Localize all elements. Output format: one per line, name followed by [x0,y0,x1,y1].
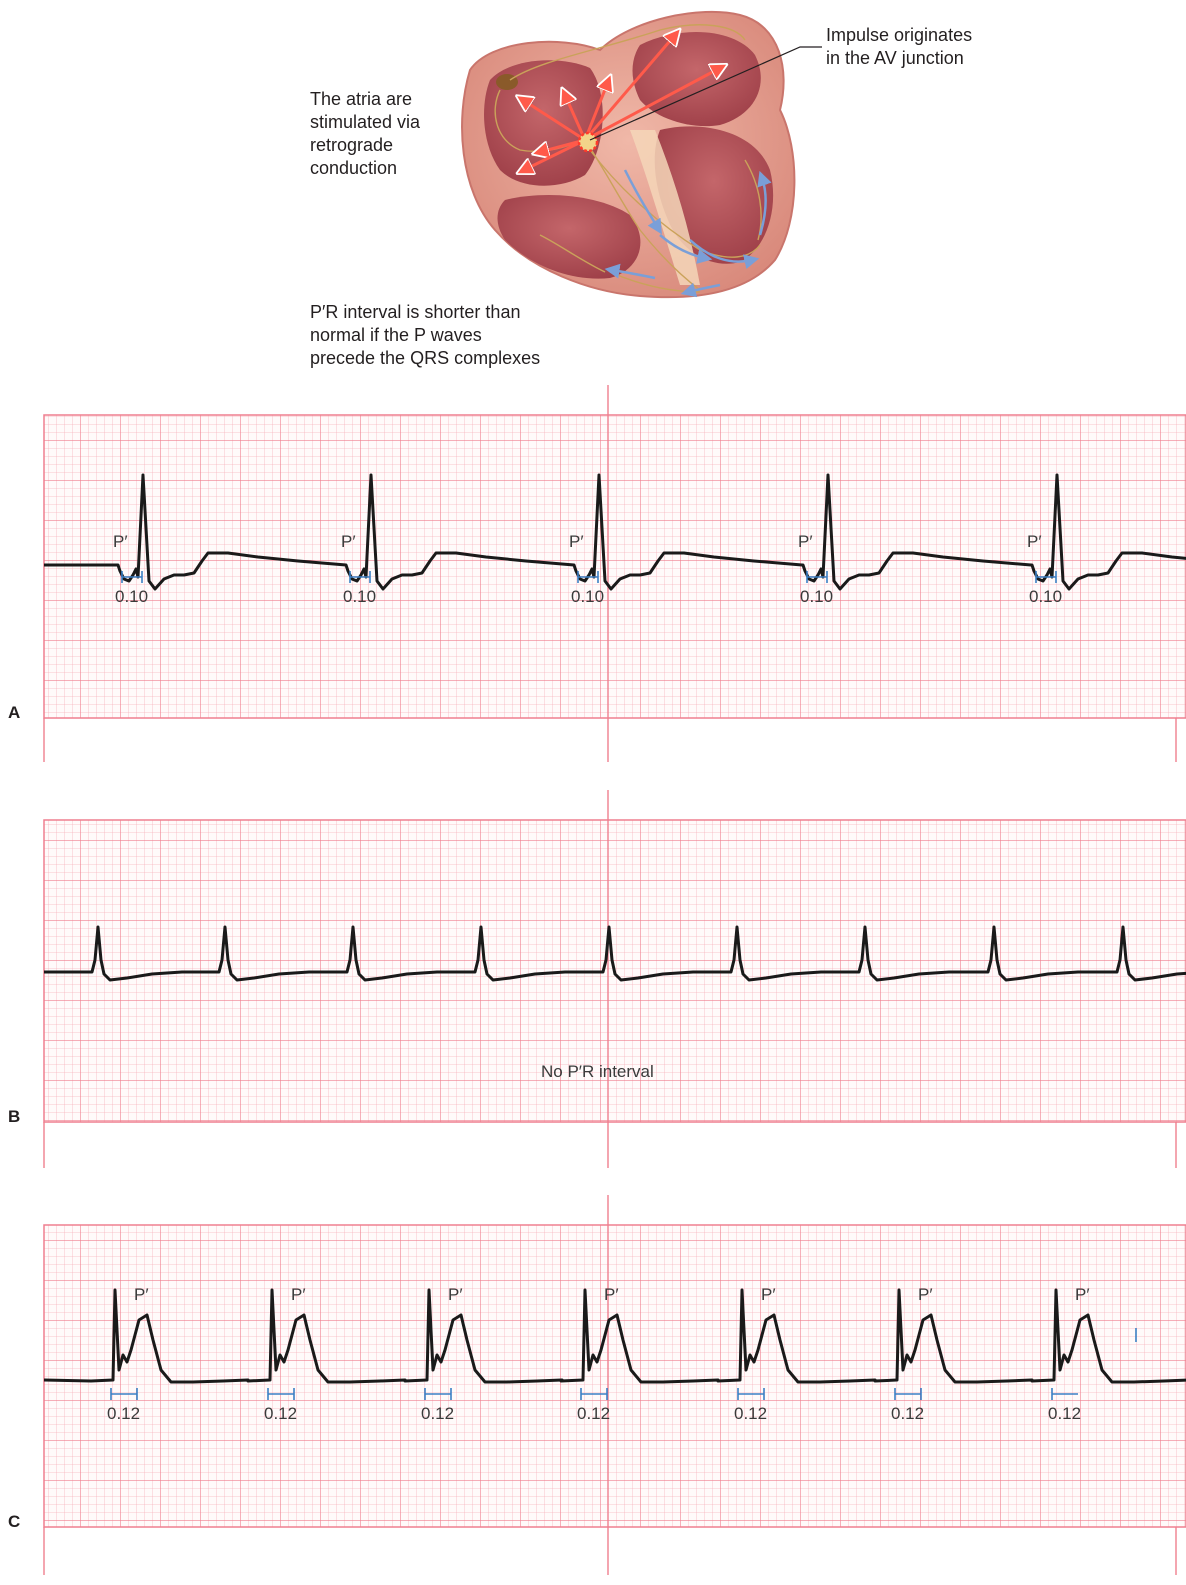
interval-value: 0.12 [734,1404,767,1423]
strip-label: B [8,1107,20,1126]
p-prime-label: P′ [604,1285,619,1304]
p-prime-label: P′ [134,1285,149,1304]
strip-label: A [8,703,20,722]
p-prime-label: P′ [798,532,813,551]
interval-value: 0.10 [115,587,148,606]
interval-value: 0.12 [264,1404,297,1423]
interval-value: 0.12 [107,1404,140,1423]
interval-value: 0.10 [800,587,833,606]
grid-major [44,415,1186,718]
interval-value: 0.10 [343,587,376,606]
interval-value: 0.12 [1048,1404,1081,1423]
interval-value: 0.12 [577,1404,610,1423]
interval-value: 0.12 [891,1404,924,1423]
strip-label: C [8,1512,20,1531]
interval-value: 0.10 [1029,587,1062,606]
p-prime-label: P′ [291,1285,306,1304]
p-prime-label: P′ [1027,532,1042,551]
p-prime-label: P′ [448,1285,463,1304]
av-junction [579,133,597,151]
p-prime-label: P′ [569,532,584,551]
p-prime-label: P′ [918,1285,933,1304]
interval-value: 0.12 [421,1404,454,1423]
p-prime-label: P′ [113,532,128,551]
heart-illustration [462,12,794,297]
p-prime-label: P′ [1075,1285,1090,1304]
grid-major [44,1225,1186,1527]
interval-value: 0.10 [571,587,604,606]
strip-a: A P′ 0.10 P′ 0.10 P′ 0.10 P′ 0.10 P′ 0.10 [8,385,1186,762]
p-prime-label: P′ [341,532,356,551]
strip-c: C P′ 0.12 P′ 0.12 P′ 0.12 P′ 0.12 P′ 0.12 P′ 0.12 P′ 0… [8,1195,1186,1575]
strip-b: B No P′R interval [8,790,1186,1168]
no-pr-interval-note: No P′R interval [541,1062,654,1081]
p-prime-label: P′ [761,1285,776,1304]
